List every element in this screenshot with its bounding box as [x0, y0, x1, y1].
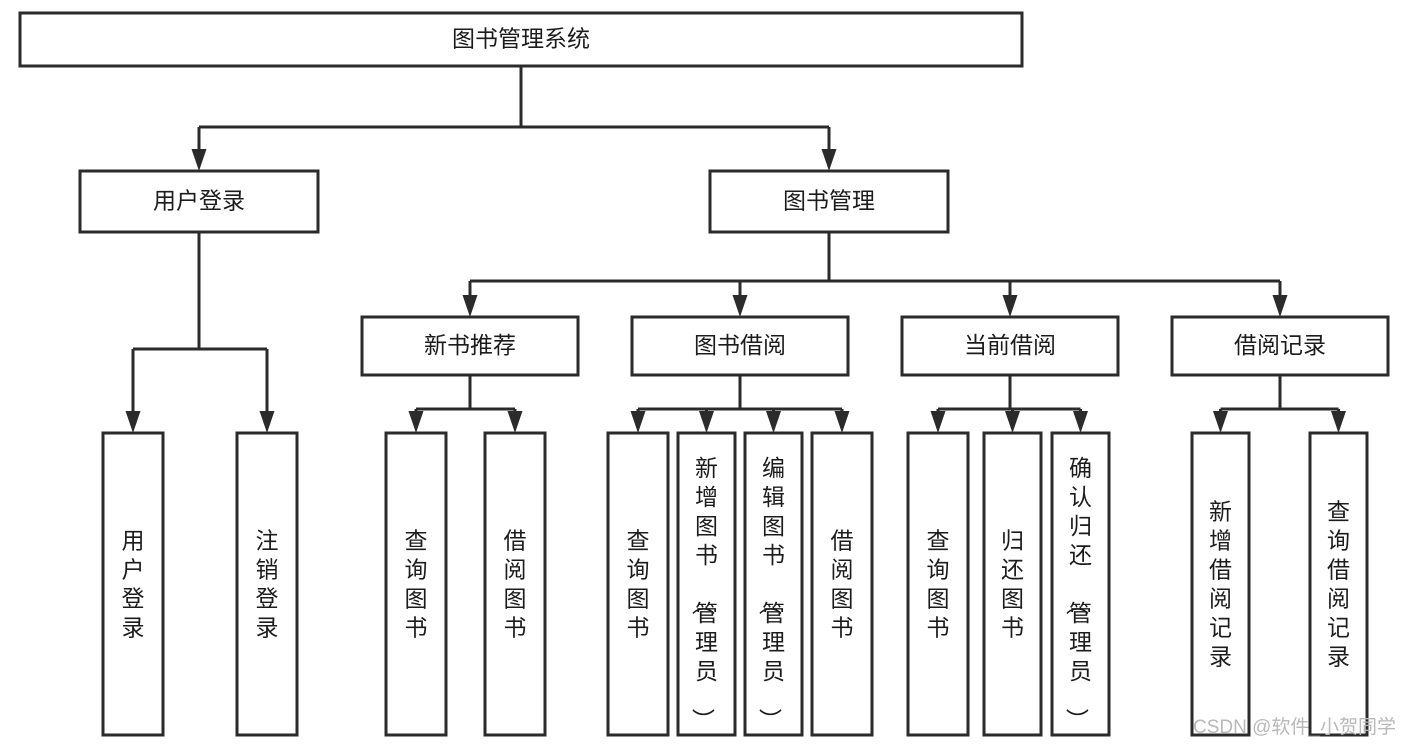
node-label-leaf-confirm-return-admin: 确认归还（管理员）	[1064, 455, 1092, 731]
node-box-leaf-edit-book-admin[interactable]	[743, 431, 804, 737]
node-box-leaf-query-book-current[interactable]	[906, 431, 970, 737]
edge-bb-add-arrowhead	[699, 411, 714, 433]
edge-group-new-book-recommend	[408, 375, 523, 433]
node-leaf-query-book-borrow[interactable]: 查询图书	[606, 431, 670, 737]
node-label-leaf-query-book-recommend: 查询图书	[405, 528, 428, 641]
node-new-book-recommend[interactable]: 新书推荐	[360, 315, 580, 377]
edge-group-current-borrow	[930, 375, 1088, 433]
edge-group-book-borrow	[630, 375, 850, 433]
node-root[interactable]: 图书管理系统	[18, 11, 1024, 68]
node-label-root: 图书管理系统	[452, 26, 590, 52]
edge-cb-confirm-arrowhead	[1073, 411, 1088, 433]
edge-root-user-login-arrowhead	[191, 149, 207, 171]
node-box-book-management[interactable]	[708, 169, 950, 234]
node-label-leaf-user-login: 用户登录	[122, 528, 145, 641]
node-leaf-query-book-current[interactable]: 查询图书	[906, 431, 970, 737]
edge-bm-borrow-record-arrowhead	[1272, 295, 1288, 317]
edge-bm-new-book-recommend-arrowhead	[462, 295, 478, 317]
edge-nbr-borrow-arrowhead	[507, 411, 523, 433]
edge-bb-edit-arrowhead	[766, 411, 781, 433]
node-box-leaf-user-login[interactable]	[101, 431, 165, 737]
edge-ul-leaf-user-login-arrowhead	[125, 411, 141, 433]
node-box-borrow-record[interactable]	[1170, 315, 1390, 377]
edge-bm-current-borrow-arrowhead	[1002, 295, 1018, 317]
node-label-leaf-query-book-borrow: 查询图书	[627, 528, 650, 641]
node-box-user-login[interactable]	[78, 169, 320, 234]
node-leaf-add-book-admin[interactable]: 新增图书（管理员）	[676, 431, 737, 737]
node-leaf-add-borrow-record[interactable]: 新增借阅记录	[1190, 431, 1251, 737]
node-box-new-book-recommend[interactable]	[360, 315, 580, 377]
edge-group-root	[191, 66, 837, 171]
node-leaf-borrow-book-recommend[interactable]: 借阅图书	[483, 431, 547, 737]
node-label-leaf-edit-book-admin: 编辑图书（管理员）	[757, 455, 785, 731]
nodes-layer: 图书管理系统用户登录图书管理新书推荐图书借阅当前借阅借阅记录用户登录注销登录查询…	[18, 11, 1390, 737]
node-box-leaf-borrow-book[interactable]	[810, 431, 874, 737]
node-leaf-borrow-book[interactable]: 借阅图书	[810, 431, 874, 737]
node-leaf-user-login[interactable]: 用户登录	[101, 431, 165, 737]
node-book-management[interactable]: 图书管理	[708, 169, 950, 234]
edge-bb-borrow-arrowhead	[834, 411, 850, 433]
node-leaf-return-book[interactable]: 归还图书	[982, 431, 1043, 737]
edge-cb-return-arrowhead	[1005, 411, 1020, 433]
node-current-borrow[interactable]: 当前借阅	[900, 315, 1120, 377]
watermark-label: CSDN @软件_小贺同学	[1193, 716, 1396, 738]
node-label-new-book-recommend: 新书推荐	[424, 332, 516, 358]
node-box-current-borrow[interactable]	[900, 315, 1120, 377]
node-label-leaf-borrow-book: 借阅图书	[831, 528, 854, 641]
edge-group-book-management	[462, 232, 1288, 317]
node-label-leaf-add-borrow-record: 新增借阅记录	[1209, 499, 1232, 670]
node-box-leaf-query-book-borrow[interactable]	[606, 431, 670, 737]
edge-nbr-query-arrowhead	[408, 411, 424, 433]
edge-group-user-login	[125, 232, 275, 433]
edge-br-query-arrowhead	[1331, 411, 1346, 433]
node-label-leaf-query-borrow-record: 查询借阅记录	[1327, 499, 1350, 670]
node-leaf-query-borrow-record[interactable]: 查询借阅记录	[1308, 431, 1369, 737]
edge-bm-book-borrow-arrowhead	[732, 295, 748, 317]
node-label-user-login: 用户登录	[153, 188, 245, 214]
node-leaf-query-book-recommend[interactable]: 查询图书	[384, 431, 448, 737]
node-label-leaf-borrow-book-recommend: 借阅图书	[504, 528, 527, 641]
node-box-leaf-query-book-recommend[interactable]	[384, 431, 448, 737]
node-borrow-record[interactable]: 借阅记录	[1170, 315, 1390, 377]
node-box-leaf-logout[interactable]	[235, 431, 299, 737]
node-label-leaf-logout: 注销登录	[256, 528, 279, 641]
node-label-borrow-record: 借阅记录	[1234, 332, 1326, 358]
node-book-borrow[interactable]: 图书借阅	[630, 315, 850, 377]
node-user-login[interactable]: 用户登录	[78, 169, 320, 234]
node-label-leaf-query-book-current: 查询图书	[927, 528, 950, 641]
edge-ul-leaf-logout-arrowhead	[259, 411, 275, 433]
edge-br-add-arrowhead	[1213, 411, 1228, 433]
node-box-leaf-borrow-book-recommend[interactable]	[483, 431, 547, 737]
node-box-leaf-add-borrow-record[interactable]	[1190, 431, 1251, 737]
node-box-leaf-add-book-admin[interactable]	[676, 431, 737, 737]
node-box-leaf-return-book[interactable]	[982, 431, 1043, 737]
node-box-leaf-confirm-return-admin[interactable]	[1050, 431, 1111, 737]
node-box-book-borrow[interactable]	[630, 315, 850, 377]
node-box-root[interactable]	[18, 11, 1024, 68]
node-label-current-borrow: 当前借阅	[964, 332, 1056, 358]
node-label-book-management: 图书管理	[783, 188, 875, 214]
edge-group-borrow-record	[1213, 375, 1346, 433]
node-box-leaf-query-borrow-record[interactable]	[1308, 431, 1369, 737]
node-leaf-edit-book-admin[interactable]: 编辑图书（管理员）	[743, 431, 804, 737]
node-label-leaf-return-book: 归还图书	[1001, 528, 1024, 641]
edge-bb-query-arrowhead	[630, 411, 646, 433]
node-leaf-logout[interactable]: 注销登录	[235, 431, 299, 737]
edge-root-book-management-arrowhead	[821, 149, 837, 171]
node-label-leaf-add-book-admin: 新增图书（管理员）	[690, 455, 718, 731]
edges-layer	[125, 66, 1346, 433]
node-leaf-confirm-return-admin[interactable]: 确认归还（管理员）	[1050, 431, 1111, 737]
edge-cb-query-arrowhead	[930, 411, 946, 433]
node-label-book-borrow: 图书借阅	[694, 332, 786, 358]
